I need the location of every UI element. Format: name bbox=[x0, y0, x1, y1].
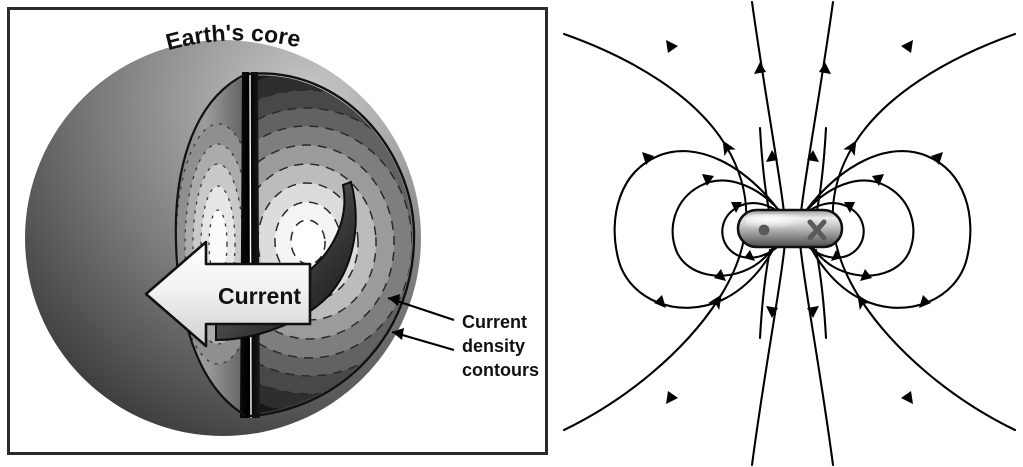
arrow-marker bbox=[844, 202, 855, 213]
wedge-outline-right bbox=[248, 72, 416, 418]
arrow-marker bbox=[860, 269, 872, 281]
arrow-marker bbox=[744, 250, 755, 261]
arrow-marker bbox=[872, 174, 884, 186]
current-out-dot-icon bbox=[758, 224, 770, 236]
arrow-marker bbox=[901, 391, 913, 404]
arrow-marker bbox=[731, 202, 742, 213]
arrow-marker bbox=[766, 306, 778, 318]
arrow-marker bbox=[702, 174, 714, 186]
arrow-marker bbox=[642, 152, 654, 165]
core-axis-line bbox=[249, 71, 252, 419]
panel-dipole-field bbox=[556, 0, 1023, 467]
arrow-marker bbox=[819, 62, 831, 74]
current-arrow: Current bbox=[144, 180, 357, 348]
arrow-marker bbox=[666, 40, 678, 53]
arrow-marker bbox=[754, 62, 766, 74]
arrow-marker bbox=[654, 295, 666, 308]
callout-line-2: density bbox=[462, 336, 525, 356]
bar-magnet bbox=[736, 208, 844, 249]
arrow-marker bbox=[807, 150, 819, 162]
arrow-marker bbox=[931, 152, 943, 165]
callout-line-1: Current bbox=[462, 312, 527, 332]
contour-callout-leaders bbox=[387, 294, 455, 352]
contour-callout: Current density contours bbox=[462, 312, 539, 380]
arrow-marker bbox=[919, 295, 931, 308]
arrow-marker bbox=[766, 150, 778, 162]
panel-earth-core: Current Earth's core Current density con… bbox=[7, 7, 548, 455]
arrow-marker bbox=[666, 391, 678, 404]
dipole-field-diagram bbox=[562, 0, 1017, 467]
current-in-cross-icon bbox=[807, 219, 827, 241]
wedge-outline-left bbox=[174, 73, 247, 417]
callout-line-3: contours bbox=[462, 360, 539, 380]
earth-core-diagram: Current Earth's core Current density con… bbox=[25, 19, 539, 436]
arrow-marker bbox=[901, 40, 913, 53]
arrow-marker bbox=[714, 269, 726, 281]
arrow-marker bbox=[807, 306, 819, 318]
arrow-marker bbox=[831, 250, 842, 261]
current-arrow-label: Current bbox=[218, 283, 301, 309]
